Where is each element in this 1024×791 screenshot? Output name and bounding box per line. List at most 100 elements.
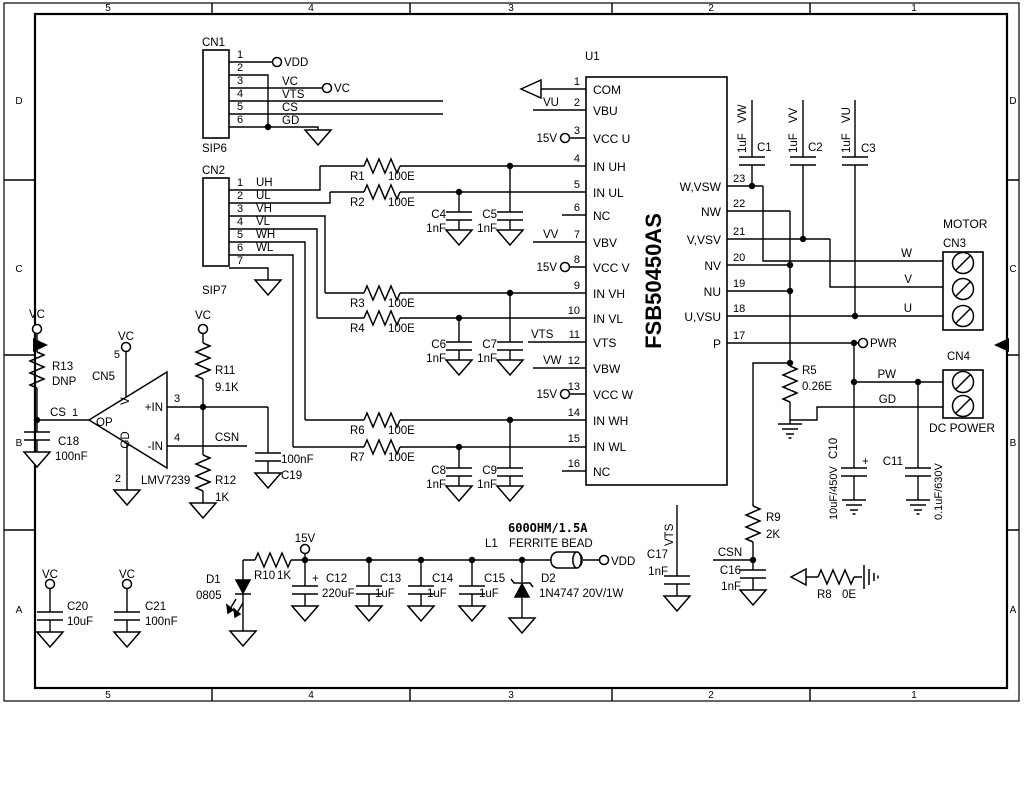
resistor-icon-r11 bbox=[195, 342, 211, 380]
opamp-triangle bbox=[87, 370, 168, 470]
screw-terminal-icon bbox=[951, 304, 975, 328]
u1-pin-number: 12 bbox=[568, 355, 580, 367]
net-label-csn: CSN bbox=[215, 432, 239, 444]
ground-icon bbox=[229, 630, 257, 647]
net-label-ul: UL bbox=[256, 190, 271, 202]
capacitor-icon-c19 bbox=[254, 452, 282, 462]
d2-value: 1N4747 20V/1W bbox=[539, 588, 624, 600]
net-label-pwr: PWR bbox=[870, 338, 897, 350]
junction-dot bbox=[506, 416, 514, 424]
r13-value: DNP bbox=[52, 376, 77, 388]
resistor-icon-r13 bbox=[29, 351, 45, 389]
r7-value: 100E bbox=[388, 452, 415, 464]
zone-col-label: 2 bbox=[708, 3, 714, 14]
capacitor-icon-c6 bbox=[445, 341, 473, 351]
u1-pin-number: 11 bbox=[569, 329, 580, 341]
cn2-body bbox=[202, 177, 230, 267]
terminal-icon-vdd bbox=[271, 56, 283, 68]
d2-zener bbox=[510, 578, 534, 598]
junction-dot bbox=[786, 287, 794, 295]
resistor-icon-r9 bbox=[745, 505, 761, 543]
u1-pin-name: NU bbox=[704, 285, 721, 299]
u1-pin-number: 3 bbox=[574, 125, 580, 137]
u1-pin-number: 10 bbox=[568, 305, 580, 317]
screw-terminal-icon bbox=[951, 251, 975, 275]
ground-icon bbox=[355, 605, 383, 622]
c3-value: 1uF bbox=[841, 133, 853, 153]
earth-ground-icon bbox=[863, 564, 879, 590]
c18-value: 100nF bbox=[55, 451, 88, 463]
net-label-vts: VTS bbox=[282, 89, 305, 101]
terminal-icon-pwr bbox=[857, 337, 869, 349]
com-input-arrow-icon bbox=[519, 78, 542, 100]
ferrite-bead-end-icon bbox=[572, 551, 582, 569]
c10-polarity: + bbox=[862, 456, 869, 468]
cn2-pin-number: 4 bbox=[237, 216, 243, 228]
c11-value: 0.1uF/630V bbox=[933, 462, 945, 520]
ground-icon bbox=[304, 129, 332, 146]
cn2-connector bbox=[202, 177, 230, 267]
r3-value: 100E bbox=[388, 298, 415, 310]
c7-value: 1nF bbox=[477, 353, 497, 365]
u1-pin-name: NW bbox=[701, 205, 722, 219]
earth-ground-icon bbox=[777, 423, 803, 439]
junction-dot bbox=[33, 416, 41, 424]
r5-value: 0.26E bbox=[802, 381, 832, 393]
junction-dot bbox=[748, 182, 756, 190]
c12-ref: C12 bbox=[326, 573, 347, 585]
cn5-output-label: OP bbox=[96, 417, 113, 429]
zone-col-label: 5 bbox=[105, 3, 111, 14]
net-label-vh: VH bbox=[256, 203, 272, 215]
cn3-title: MOTOR bbox=[943, 217, 988, 231]
c16-ref: C16 bbox=[720, 565, 741, 577]
net-label-gd: GD bbox=[879, 394, 896, 406]
u1-pin-number: 8 bbox=[574, 254, 580, 266]
u1-pin-name: U,VSU bbox=[684, 310, 721, 324]
net-label-wh: WH bbox=[256, 229, 275, 241]
u1-pin-number: 15 bbox=[568, 433, 580, 445]
c10-value: 10uF/450V bbox=[828, 466, 840, 520]
c4-ref: C4 bbox=[431, 209, 446, 221]
junction-dot bbox=[264, 123, 272, 131]
junction-dot bbox=[786, 359, 794, 367]
c19-value: 100nF bbox=[281, 454, 314, 466]
zone-col-label: 5 bbox=[105, 690, 111, 701]
capacitor-icon-c12 bbox=[291, 585, 319, 595]
r6-value: 100E bbox=[388, 425, 415, 437]
junction-dot bbox=[301, 556, 309, 564]
c12-polarity: + bbox=[312, 573, 319, 585]
earth-ground-icon bbox=[905, 499, 931, 515]
c7-ref: C7 bbox=[482, 339, 497, 351]
net-label-15v: 15V bbox=[537, 133, 558, 145]
c1-ref: C1 bbox=[757, 142, 772, 154]
c11-ref: C11 bbox=[883, 456, 903, 468]
r8-value: 0E bbox=[842, 589, 856, 601]
junction-dot bbox=[199, 403, 207, 411]
junction-dot bbox=[749, 556, 757, 564]
zener-diode-icon bbox=[513, 582, 531, 598]
r2-value: 100E bbox=[388, 197, 415, 209]
u1-pin-number: 23 bbox=[733, 173, 745, 185]
center-arrow-right-icon bbox=[994, 338, 1009, 352]
cn1-pin-number: 3 bbox=[237, 75, 243, 87]
cn1-body bbox=[202, 49, 230, 139]
led-diode-icon bbox=[234, 579, 252, 595]
u1-pin-number: 16 bbox=[568, 458, 580, 470]
c6-value: 1nF bbox=[426, 353, 446, 365]
earth-ground-icon bbox=[841, 499, 867, 515]
u1-pin-number: 13 bbox=[568, 381, 580, 393]
r6-ref: R6 bbox=[350, 425, 365, 437]
net-label-csn: CSN bbox=[718, 547, 742, 559]
cn1-connector bbox=[202, 49, 230, 139]
r13-ref: R13 bbox=[52, 361, 73, 373]
c2-ref: C2 bbox=[808, 142, 823, 154]
c17-ref: C17 bbox=[647, 549, 668, 561]
r4-ref: R4 bbox=[350, 323, 365, 335]
r2-ref: R2 bbox=[350, 197, 365, 209]
u1-part-number: FSB50450AS bbox=[641, 213, 666, 349]
u1-pin-name: IN VH bbox=[593, 287, 625, 301]
center-arrow-left-icon bbox=[33, 338, 48, 352]
net-label-vts: VTS bbox=[664, 523, 676, 546]
u1-pin-number: 2 bbox=[574, 97, 580, 109]
ground-icon bbox=[113, 631, 141, 648]
